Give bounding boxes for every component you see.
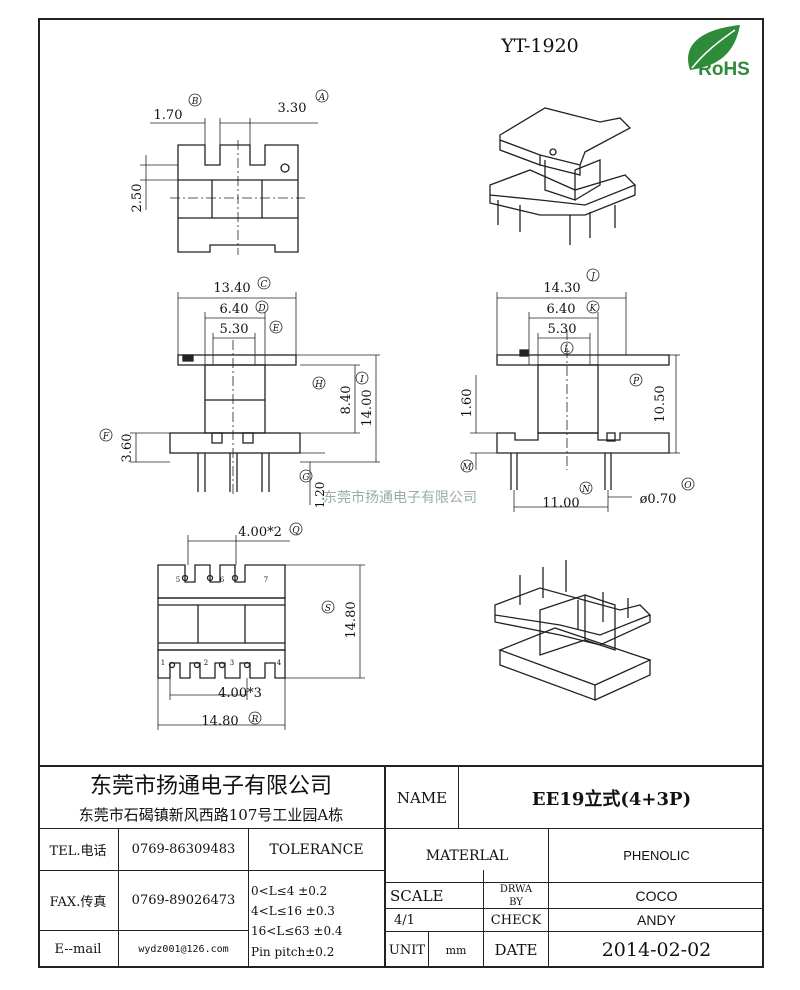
date-value: 2014-02-02 (601, 939, 712, 961)
svg-text:B: B (191, 97, 199, 107)
svg-text:A: A (318, 93, 326, 103)
tel-value: 0769-86309483 (131, 842, 236, 857)
leaf-icon (688, 25, 740, 70)
scale-value: 4/1 (394, 912, 415, 928)
dim-g-value: 1.20 (313, 482, 327, 509)
unit-label: UNIT (388, 942, 426, 958)
dim-d-value: 6.40 (220, 302, 249, 317)
dim-tag-k: K (589, 304, 598, 314)
dim-tag-f: F (102, 432, 110, 442)
dim-p-value: 10.50 (653, 385, 668, 422)
tolerance-label: TOLERANCE (269, 841, 364, 858)
dim-e-value: 5.30 (220, 322, 249, 337)
pin-label-3: 3 (230, 659, 234, 667)
company-name: 东莞市扬通电子有限公司 (89, 774, 332, 799)
tolerance-row-3: 16<L≤63 ±0.4 (251, 924, 343, 938)
dim-j-value: 14.30 (543, 281, 580, 296)
dim-q-value: 4.00*2 (238, 525, 282, 540)
pin-label-2: 2 (204, 659, 208, 667)
email-value: wydz001@126.com (138, 944, 229, 955)
fax-value: 0769-89026473 (131, 893, 236, 908)
side-view (470, 292, 680, 512)
tolerance-row-2: 4<L≤16 ±0.3 (251, 904, 335, 918)
dim-tag-n: N (581, 485, 591, 495)
isometric-bottom (494, 560, 652, 701)
dim-tag-a (315, 89, 329, 103)
tolerance-row-1: 0<L≤4 ±0.2 (251, 884, 328, 898)
front-view (130, 292, 380, 505)
email-label: E--mail (54, 942, 102, 957)
material-label: MATERLAL (425, 847, 509, 864)
dim-tag-j: J (589, 272, 596, 282)
dim-pitch3-value: 4.00*3 (218, 686, 262, 701)
dim-n-value: 11.00 (542, 496, 579, 511)
dim-tag-o: O (684, 481, 692, 491)
dim-tag-g: G (302, 473, 309, 483)
dim-top-height: 2.50 (130, 184, 145, 213)
date-label: DATE (494, 941, 538, 959)
check-label: CHECK (490, 912, 542, 928)
tel-label: TEL.电话 (49, 844, 107, 859)
dim-tag-s: S (325, 604, 331, 614)
dim-s-value: 14.80 (344, 601, 359, 638)
watermark: 东莞市扬通电子有限公司 (323, 489, 477, 506)
dim-tag-r: R (251, 715, 259, 725)
top-view (140, 118, 318, 255)
dim-o-value: ø0.70 (640, 492, 677, 507)
dim-tag-p: P (632, 377, 640, 387)
fax-label: FAX.传真 (49, 895, 107, 910)
dim-tag-m: M (461, 463, 472, 473)
pin-label-6: 6 (220, 576, 225, 584)
dim-c-value: 13.40 (213, 281, 250, 296)
company-address: 东莞市石碣镇新风西路107号工业园A栋 (78, 805, 344, 824)
bottom-view (157, 535, 365, 730)
title-block: 东莞市扬通电子有限公司 东莞市石碣镇新风西路107号工业园A栋 NAME EE1… (38, 765, 764, 968)
check-value: ANDY (637, 912, 676, 928)
part-name: EE19立式(4+3P) (531, 789, 692, 810)
drawn-by-value: COCO (635, 887, 678, 904)
dim-tag-b (188, 93, 202, 107)
pin-label-7: 7 (264, 576, 268, 584)
dim-tag-l: L (563, 345, 570, 355)
dim-tag-h: H (314, 380, 323, 390)
dim-b-value: 1.70 (154, 108, 183, 123)
pin-label-4: 4 (277, 659, 282, 667)
name-label: NAME (396, 789, 448, 807)
dim-tag-i: I (359, 375, 364, 385)
isometric-top (489, 107, 637, 245)
dim-a-value: 3.30 (278, 101, 307, 116)
dim-tag-d: D (257, 304, 265, 314)
pin-label-5: 5 (176, 576, 180, 584)
drawn-by-label-1: DRWA (499, 884, 533, 895)
part-number: YT-1920 (500, 35, 579, 57)
dim-l-value: 5.30 (548, 322, 577, 337)
dim-tag-q: Q (292, 526, 300, 536)
dim-k-value: 6.40 (547, 302, 576, 317)
unit-value: mm (445, 943, 467, 957)
dim-r-value: 14.80 (201, 714, 238, 729)
dim-1-60-value: 1.60 (460, 389, 475, 418)
tolerance-row-4: Pin pitch±0.2 (251, 945, 335, 959)
dim-h-value: 8.40 (339, 386, 354, 415)
drawn-by-label-2: BY (509, 896, 523, 908)
dim-f-value: 3.60 (120, 434, 135, 463)
pin-label-1: 1 (161, 659, 165, 667)
scale-label: SCALE (390, 886, 444, 905)
dim-i-value: 14.00 (360, 389, 375, 426)
dim-tag-e: E (272, 324, 280, 334)
dim-tag-c: C (261, 280, 268, 290)
rohs-text: RoHS (698, 59, 750, 80)
material-value: PHENOLIC (623, 848, 690, 863)
drawing-frame (38, 18, 764, 968)
rohs-logo: RoHS (688, 25, 750, 80)
